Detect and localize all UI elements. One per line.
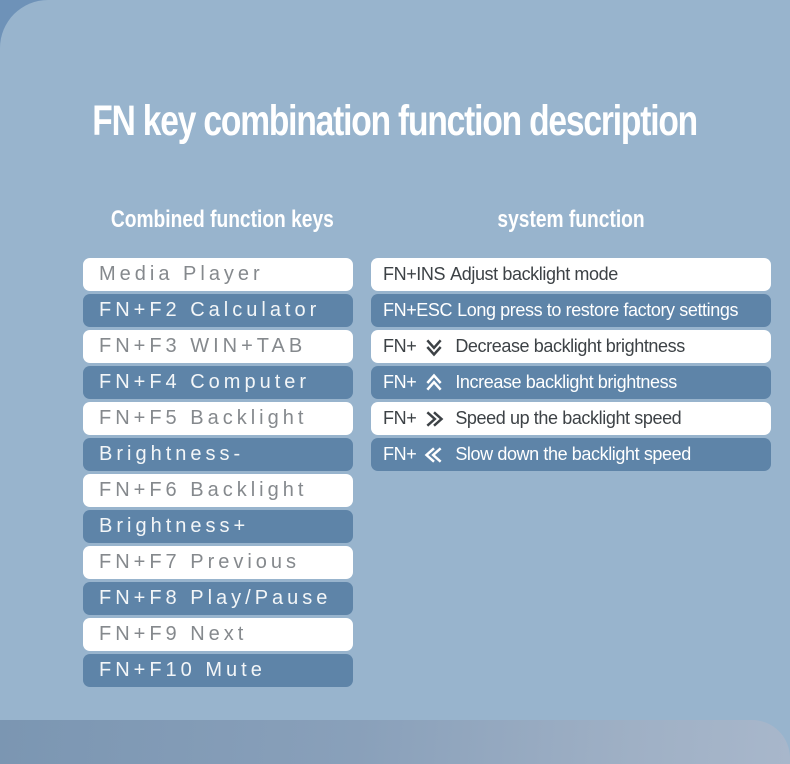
function-label: Increase backlight brightness: [455, 372, 677, 392]
bottom-bar: [0, 720, 790, 764]
key-row-label: FN+F7 Previous: [99, 551, 301, 573]
function-label: Speed up the backlight speed: [455, 408, 682, 428]
key-label: FN+: [383, 336, 417, 356]
double-chevron-right-icon: [424, 409, 444, 429]
double-chevron-up-icon: [424, 373, 444, 393]
key-row-label: FN+F5 Backlight: [99, 407, 308, 429]
key-row-label: FN+F8 Play/Pause: [99, 587, 332, 609]
key-row: FN+F2 Calculator: [83, 294, 353, 327]
key-label: FN+ESC: [383, 300, 453, 320]
key-row: FN+F10 Mute: [83, 654, 353, 687]
key-row: FN+F5 Backlight: [83, 402, 353, 435]
key-label: FN+: [383, 372, 417, 392]
function-row: FN+ Increase backlight brightness: [371, 366, 771, 399]
function-row: FN+ Speed up the backlight speed: [371, 402, 771, 435]
page-title: FN key combination function description: [92, 97, 699, 145]
left-column-header: Combined function keys: [83, 206, 353, 234]
function-label: Long press to restore factory settings: [457, 300, 739, 320]
key-row-label: FN+F10 Mute: [99, 659, 266, 681]
key-row: FN+F4 Computer: [83, 366, 353, 399]
key-row: FN+F3 WIN+TAB: [83, 330, 353, 363]
key-row: FN+F7 Previous: [83, 546, 353, 579]
double-chevron-down-icon: [424, 337, 444, 357]
key-row-label: FN+F6 Backlight: [99, 479, 308, 501]
function-label: Decrease backlight brightness: [455, 336, 685, 356]
key-row: FN+F9 Next: [83, 618, 353, 651]
key-row-label: FN+F3 WIN+TAB: [99, 335, 307, 357]
key-row: FN+F8 Play/Pause: [83, 582, 353, 615]
key-row-label: Media Player: [99, 263, 264, 285]
function-label: Adjust backlight mode: [450, 264, 618, 284]
key-row-label: FN+F2 Calculator: [99, 299, 321, 321]
key-row: Brightness-: [83, 438, 353, 471]
title-area: FN key combination function description: [0, 97, 790, 146]
right-column-header-label: system function: [497, 206, 645, 233]
function-row: FN+ Decrease backlight brightness: [371, 330, 771, 363]
key-row-label: FN+F4 Computer: [99, 371, 311, 393]
key-row: FN+F6 Backlight: [83, 474, 353, 507]
function-label: Slow down the backlight speed: [455, 444, 691, 464]
key-row-label: FN+F9 Next: [99, 623, 248, 645]
key-row-label: Brightness-: [99, 443, 245, 465]
key-row-label: Brightness+: [99, 515, 250, 537]
key-label: FN+: [383, 444, 417, 464]
key-label: FN+INS: [383, 264, 446, 284]
function-row: FN+ Slow down the backlight speed: [371, 438, 771, 471]
key-row: Brightness+: [83, 510, 353, 543]
right-column-header: system function: [371, 206, 771, 234]
double-chevron-left-icon: [424, 445, 444, 465]
key-row: Media Player: [83, 258, 353, 291]
key-label: FN+: [383, 408, 417, 428]
left-column-header-label: Combined function keys: [110, 206, 334, 233]
